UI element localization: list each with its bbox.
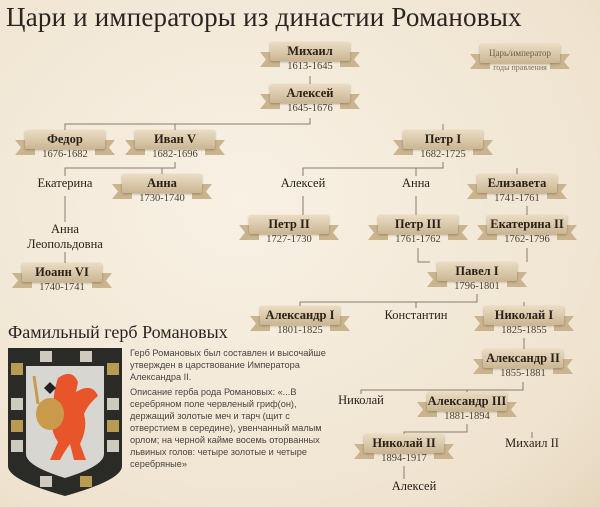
ruler-name: Елизавета [477,174,557,193]
ruler-name: Павел I [437,262,517,281]
ruler-years: 1740-1741 [39,282,85,293]
ruler-years: 1762-1796 [504,234,550,245]
ruler-years: 1741-1761 [494,193,540,204]
legend-name: Царь/император [480,44,560,63]
ruler-years: 1801-1825 [277,325,323,336]
ruler-years: 1682-1696 [152,149,198,160]
ruler-years: 1682-1725 [420,149,466,160]
ruler-name: Федор [25,130,105,149]
coat-paragraph-2: Описание герба рода Романовых: «...В сер… [130,387,322,469]
page-title: Цари и императоры из династии Романовых [6,2,522,32]
ruler-name: Николай I [484,306,564,325]
ruler-name: Иван V [135,130,215,149]
ruler-name: Иоанн VI [22,263,102,282]
coat-paragraph-1: Герб Романовых был составлен и высочайше… [130,348,326,382]
ruler-years: 1855-1881 [500,368,546,379]
ruler-years: 1761-1762 [395,234,441,245]
relative-ekaterina: Екатерина [37,176,93,190]
coat-of-arms-title: Фамильный герб Романовых [8,322,228,342]
ruler-name: Екатерина II [487,215,567,234]
ruler-name: Петр I [403,130,483,149]
relative-nikolai: Николай [338,393,384,407]
relative-anna: Анна [402,176,430,190]
relative-konstantin: Константин [384,308,448,322]
ruler-name: Александр II [483,349,563,368]
ruler-years: 1881-1894 [444,411,490,422]
coat-of-arms-image [8,348,122,496]
ruler-name: Петр III [378,215,458,234]
coat-of-arms-description: Герб Романовых был составлен и высочайше… [130,347,330,473]
ruler-years: 1730-1740 [139,193,185,204]
ruler-years: 1727-1730 [266,234,312,245]
ruler-name: Петр II [249,215,329,234]
ruler-years: 1825-1855 [501,325,547,336]
legend-years: годы правления [493,63,547,72]
ruler-years: 1676-1682 [42,149,88,160]
ruler-years: 1613-1645 [287,61,333,72]
relative-aleksei-son: Алексей [391,479,437,493]
ruler-name: Николай II [364,434,444,453]
relative-mikhail2: Михаил II [505,436,559,450]
ruler-years: 1894-1917 [381,453,427,464]
ruler-name: Александр I [260,306,340,325]
ruler-name: Анна [122,174,202,193]
ruler-years: 1645-1676 [287,103,333,114]
relative-aleksei: Алексей [280,176,326,190]
ruler-name: Александр III [427,392,507,411]
ruler-name: Алексей [270,84,350,103]
relative-anna-leopoldovna: Анна Леопольдовна [27,222,103,251]
ruler-years: 1796-1801 [454,281,500,292]
ruler-name: Михаил [270,42,350,61]
